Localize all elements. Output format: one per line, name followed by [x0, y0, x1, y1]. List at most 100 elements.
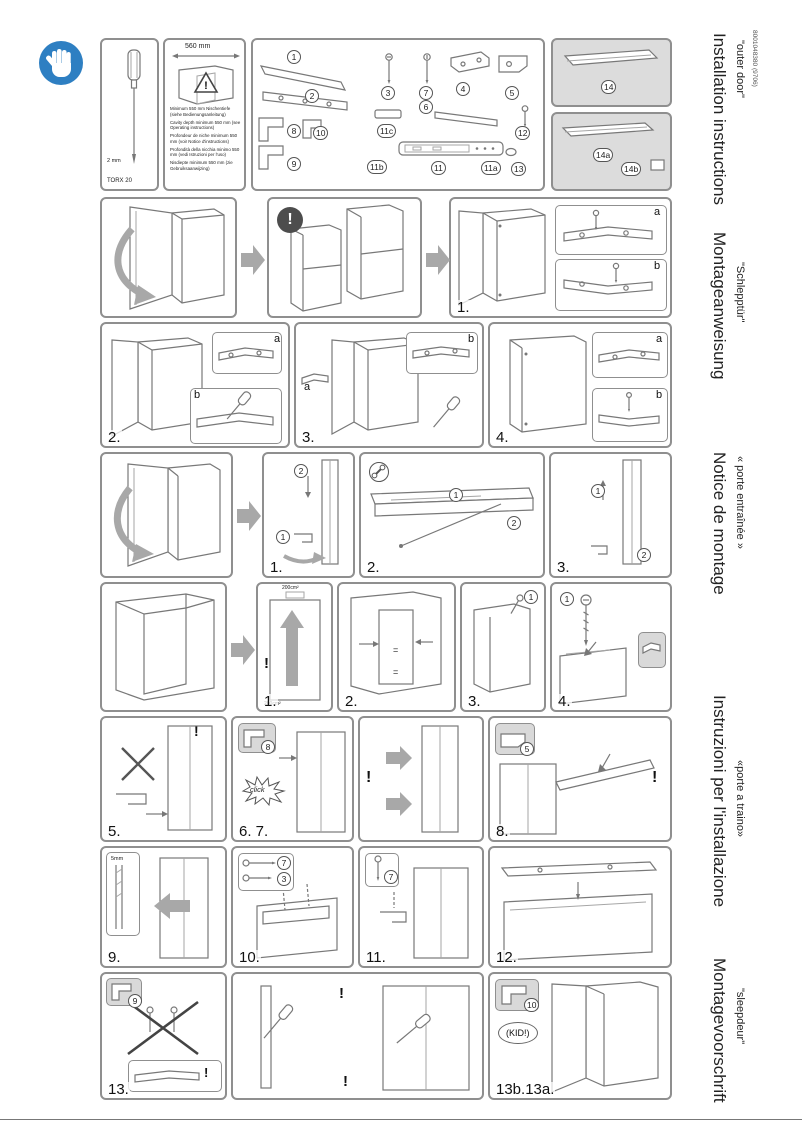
crossed-out-icon — [121, 747, 155, 781]
rail-step-2-panel: 1 2 2. — [359, 452, 545, 578]
position-b-label: b — [656, 389, 663, 401]
step-label: 2. — [107, 429, 122, 446]
model-warning-panel: ! — [267, 197, 422, 318]
warning-mark: ! — [204, 1065, 209, 1080]
part-3-label: 3 — [381, 86, 395, 100]
tools-panel: 2 mm TORX 20 — [100, 38, 159, 191]
rail-fit-sketch — [490, 848, 670, 966]
door-sketch — [496, 328, 592, 446]
spare-part-14-panel: 14 — [551, 38, 672, 107]
niche-note: Cavity depth minimum 550 mm (see Operati… — [170, 119, 241, 131]
part-12-label: 12 — [515, 126, 531, 140]
corner-piece-sketch — [501, 985, 527, 1005]
step-label: 2. — [366, 559, 381, 576]
alignment-sketch — [339, 584, 454, 710]
warning-badge: ! — [277, 207, 303, 233]
kid-label: (KID!) — [498, 1022, 538, 1044]
part-11-label: 11 — [431, 161, 446, 175]
screwdriver-icon — [110, 46, 154, 176]
position-b-label: b — [468, 333, 475, 345]
screw-sketch — [242, 859, 276, 882]
step-label: 12. — [495, 949, 518, 966]
step-label: 13b.13a. — [495, 1081, 556, 1098]
part-14-label: 14 — [601, 80, 617, 94]
crossed-out-icon — [127, 1000, 199, 1056]
warning-mark: ! — [194, 723, 199, 739]
lang-title-en: Installation instructions — [710, 33, 729, 205]
blade-size-label: 2 mm — [107, 158, 121, 164]
flow-arrow-icon — [237, 500, 261, 532]
door-sketch — [360, 718, 482, 840]
part-10-ref-label: 10 — [524, 998, 540, 1012]
wall-section-sketch — [115, 865, 123, 929]
cavity-sketch: ! — [171, 60, 241, 106]
step-8-panel: 5 ! 8. — [488, 716, 672, 842]
door-swing-sketch — [102, 199, 235, 316]
niche-panel: 560 mm ! Minimum 550 mm Nischentiefe (si… — [163, 38, 246, 191]
part-13-label: 13 — [511, 162, 527, 176]
niche-width-label: 560 mm — [185, 43, 211, 50]
screwdriver-sketch — [428, 394, 478, 444]
door-edge-sketch — [551, 454, 670, 576]
position-a-label: a — [304, 381, 311, 393]
step-label: 1. — [456, 299, 471, 316]
torx-label: TORX 20 — [107, 178, 132, 185]
lang-subtitle-nl: "sleepdeur" — [734, 988, 746, 1045]
circled-1-label: 1 — [276, 530, 290, 544]
part-4-label: 4 — [456, 82, 470, 96]
circled-2-label: 2 — [294, 464, 308, 478]
lang-subtitle-it: «porte a traino» — [734, 760, 746, 838]
step-13-panel: 9 ! 13. — [100, 972, 227, 1100]
part-14b-label: 14b — [621, 162, 642, 176]
niche-notes: Minimum 550 mm Nischentiefe (siehe Bedie… — [170, 106, 243, 174]
crossed-screws-sketch — [102, 974, 225, 1098]
step-label: 3. — [467, 693, 482, 710]
part-1-label: 1 — [287, 50, 301, 64]
click-burst — [241, 775, 286, 807]
parts-panel: 1 2 3 7 4 5 6 8 10 11c 12 9 11b 11 11a 1… — [251, 38, 545, 191]
rail-step-3-panel: 1 2 3. — [549, 452, 672, 578]
door-swing-panel-2 — [100, 452, 233, 578]
flow-arrow-icon — [231, 634, 255, 666]
fixing-screw-panel: 1 3. — [460, 582, 546, 712]
equal-gap-label: = — [393, 645, 399, 655]
step-3-panel: a b 3. — [294, 322, 484, 448]
click-label: click — [250, 785, 265, 794]
fridge-sketch — [104, 328, 214, 446]
screwdriver-sketch — [196, 391, 274, 428]
bracket-sketch — [598, 349, 660, 363]
cover-strip-sketch — [553, 40, 670, 105]
bracket-sketch — [412, 346, 470, 359]
wrench-icon — [369, 462, 389, 482]
part-9-ref-label: 9 — [128, 994, 142, 1008]
bracket-sketch — [300, 364, 330, 390]
part-11a-label: 11a — [481, 161, 501, 175]
part-5-label: 5 — [505, 86, 519, 100]
niche-note: Profondità della nicchia minimo 550 mm (… — [170, 146, 240, 158]
step-label: 4. — [495, 429, 510, 446]
hinge-detail-b — [592, 388, 668, 442]
lang-title-fr: Notice de montage — [710, 452, 729, 595]
vent-area-label: 200cm² — [282, 585, 299, 591]
part-14a-label: 14a — [593, 148, 614, 162]
corner-piece-sketch — [111, 983, 132, 1001]
circled-1-label: 1 — [449, 488, 463, 502]
step-11-panel: 7 11. — [358, 846, 484, 968]
fridge-sketch — [233, 718, 352, 840]
position-a-label: a — [274, 333, 281, 345]
warning-mark: ! — [339, 985, 344, 1002]
part-9-label: 9 — [287, 157, 301, 171]
niche-note: Minimum 550 mm Nischentiefe (siehe Bedie… — [170, 106, 231, 117]
lang-title-it: Instruzioni per l'installazione — [710, 695, 729, 908]
door-bracket-sketch — [360, 848, 482, 966]
part-6-label: 6 — [419, 100, 433, 114]
circled-1-label: 1 — [591, 484, 605, 498]
gap-size-label: 5mm — [111, 856, 124, 862]
step-label: 6. 7. — [238, 823, 270, 840]
corner-piece-detail — [238, 723, 276, 753]
warning-mark: ! — [343, 1073, 348, 1090]
adjust-sketch — [233, 974, 482, 1098]
part-5-ref-label: 5 — [520, 742, 534, 756]
position-a-label: a — [656, 333, 663, 345]
fridge-sketch — [462, 584, 544, 710]
